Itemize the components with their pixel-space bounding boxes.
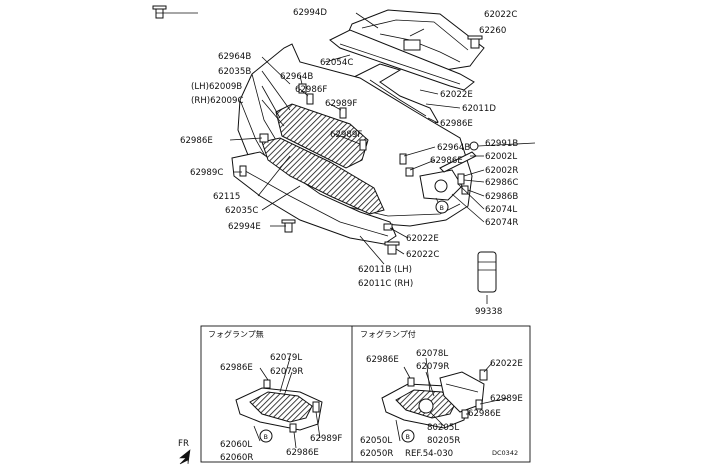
callout-B-left [259,429,273,443]
leader-lines-main [156,12,536,304]
inset-left-62060L: 62060L [220,440,252,450]
label-62002R: 62002R [485,166,518,176]
label-62074R: 62074R [485,218,518,228]
callout-B-main-letter: B [440,204,444,212]
lower-grille-62035C [261,137,385,215]
inset-right-62989E: 62989E [490,394,523,404]
clip-62989C [239,165,247,177]
inset-right-62078L: 62078L [416,349,448,359]
label-62011D: 62011D [462,104,496,114]
front-label: FR [178,439,189,449]
clip-62986F [306,93,314,105]
clip-62989F-2 [359,139,367,151]
inset-left-62079L: 62079L [270,353,302,363]
label-62002L: 62002L [485,152,517,162]
inset-right-62986E-b: 62986E [468,409,501,419]
inset-right-labels: 62986E 62078L 62079R 62022E 62989E 62986… [360,349,523,459]
label-62986B: 62986B [485,192,518,202]
label-62989F-2: 62989F [330,130,362,140]
label-62074L: 62074L [485,205,517,215]
clip-62964B-1 [298,83,307,94]
label-62964B-3: 62964B [437,143,470,153]
label-62009B-LH: (LH)62009B [191,82,242,92]
touch-up-paint-99338 [477,251,497,293]
inset-left-62986E: 62986E [220,363,253,373]
label-62009C-RH: (RH)62009C [191,96,243,106]
drawing-code: DC0342 [492,449,518,457]
label-62994D: 62994D [293,8,327,18]
clip-62986C [457,173,465,185]
label-62986E-mid: 62986E [430,156,463,166]
inset-right-62022E: 62022E [490,359,523,369]
label-62986C: 62986C [485,178,518,188]
label-62986E-right: 62986E [440,119,473,129]
main-labels: 62994D 62022C 62260 62964B 62035B (LH)62… [180,8,518,317]
label-62022C-bottom: 62022C [406,250,439,260]
upper-bar-62054C [329,29,475,91]
fastener-62022C-bottom [384,241,400,255]
label-62986F: 62986F [295,85,327,95]
inset-left-title: フォグランプ無 [208,329,264,339]
inset-without-fog-lamp: フォグランプ無 [208,329,323,449]
inset-right-62079R: 62079R [416,362,449,372]
label-62022E-1: 62022E [440,90,473,100]
label-62011C-RH: 62011C (RH) [358,279,413,289]
callout-B-right-letter: B [406,433,410,441]
label-62994E: 62994E [228,222,261,232]
inset-left-labels: 62986E 62079L 62079R 62060L 62060R 62989… [220,353,342,463]
label-62991B: 62991B [485,139,518,149]
inset-right-80205R: 80205R [427,436,460,446]
front-arrow-icon [179,449,191,465]
label-62115: 62115 [213,192,240,202]
fastener-62022C-top [467,35,483,49]
inset-left-62989F: 62989F [310,434,342,444]
callout-B-right [401,429,415,443]
front-indicator: FR [178,439,191,465]
inset-right-62050R: 62050R [360,449,393,459]
upper-grille-62035B [275,103,369,169]
label-99338: 99338 [475,307,502,317]
inset-right-80205L: 80205L [427,423,459,433]
label-62022E-2: 62022E [406,234,439,244]
label-62260: 62260 [479,26,506,36]
clip-62022E-2 [383,223,393,231]
label-62054C: 62054C [320,58,353,68]
label-62986E-left: 62986E [180,136,213,146]
clip-62964B-3 [399,153,407,165]
fog-lamp-bezel-62074L [419,169,463,201]
callout-B-left-letter: B [264,433,268,441]
inset-right-ref: REF.54-030 [405,449,453,459]
clip-62986E-mid [405,167,414,177]
inset-left-62079R: 62079R [270,367,303,377]
inset-with-fog-lamp: フォグランプ付 [360,329,509,443]
inset-right-62986E: 62986E [366,355,399,365]
inset-frame [200,325,531,463]
clip-62989F-1 [339,107,347,119]
label-62989C: 62989C [190,168,223,178]
inset-right-62050L: 62050L [360,436,392,446]
label-62011B-LH: 62011B (LH) [358,265,412,275]
label-62035C: 62035C [225,206,258,216]
clip-62991B [469,141,479,151]
inset-right-title: フォグランプ付 [360,329,416,339]
inset-left-62986E-b: 62986E [286,448,319,458]
inset-left-62060R: 62060R [220,453,253,463]
label-62035B: 62035B [218,67,251,77]
label-62989F-1: 62989F [325,99,357,109]
fastener-62994D [152,5,167,19]
label-62964B-2: 62964B [280,72,313,82]
label-62964B-1: 62964B [218,52,251,62]
label-62022C-top: 62022C [484,10,517,20]
callout-B-main [435,200,449,214]
fastener-62994E [281,219,296,233]
